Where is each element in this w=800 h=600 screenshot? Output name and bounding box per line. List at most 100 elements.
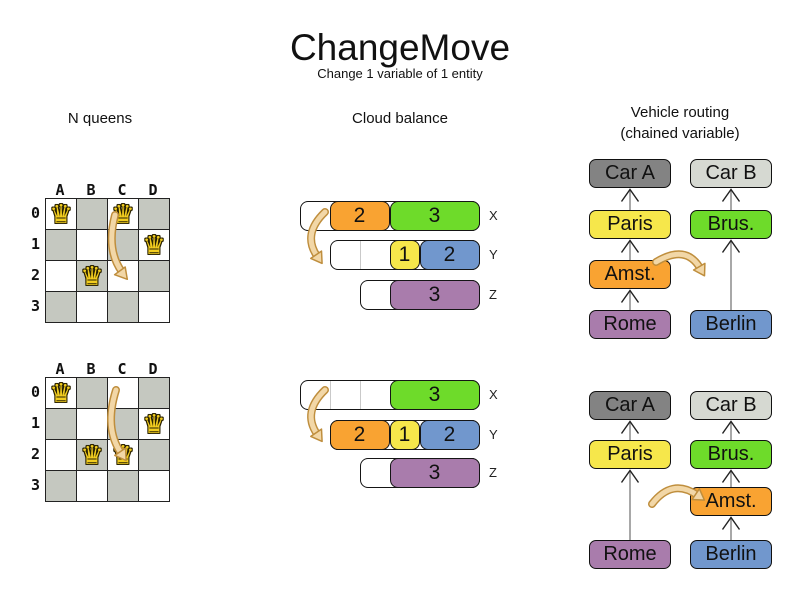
row-label-0: 0 — [30, 383, 40, 401]
cloud-row-label-y: Y — [489, 427, 498, 442]
board-cell-d3 — [138, 291, 170, 323]
block-value: 1 — [398, 242, 411, 266]
queen-icon: ♛ — [142, 409, 166, 439]
board-cell-d2 — [138, 260, 170, 292]
up-chevron-icon — [721, 188, 741, 202]
board-cell-a2 — [45, 439, 77, 471]
unit-divider — [329, 381, 331, 409]
vehicle-node-rome: Rome — [589, 540, 671, 569]
col-label-c: C — [117, 360, 127, 378]
cloud-process-block: 2 — [419, 419, 480, 450]
vehicle-node-rome: Rome — [589, 310, 671, 339]
queen-icon: ♛ — [49, 378, 73, 408]
vehicle-node-paris: Paris — [589, 210, 671, 239]
row-label-1: 1 — [30, 414, 40, 432]
page-title: ChangeMove — [289, 27, 511, 68]
queen-icon: ♛ — [142, 230, 166, 260]
col-label-d: D — [148, 360, 158, 378]
board-cell-a1 — [45, 229, 77, 261]
vehicle-node-brus: Brus. — [690, 210, 772, 239]
nqueens-board-before: ♛ ♛ ♛ ♛ — [45, 198, 170, 323]
board-cell-b3 — [76, 291, 108, 323]
move-arrow-head — [310, 250, 323, 265]
board-cell-b2: ♛ — [76, 439, 108, 471]
board-cell-a3 — [45, 291, 77, 323]
nqueens-header: N queens — [67, 110, 133, 127]
cloud-process-block: 1 — [389, 419, 420, 450]
vehicle-node-car-a: Car A — [589, 391, 671, 420]
board-cell-d2 — [138, 439, 170, 471]
cloud-computer-y-before: 1 2 — [330, 239, 480, 270]
col-label-a: A — [55, 181, 65, 199]
cloud-header: Cloud balance — [352, 110, 448, 127]
page-subtitle: Change 1 variable of 1 entity — [317, 66, 483, 81]
cloud-row-label-z: Z — [489, 287, 497, 302]
cloud-computer-x-after: 3 — [300, 379, 480, 410]
vehicle-node-amst: Amst. — [589, 260, 671, 289]
up-chevron-icon — [721, 469, 741, 483]
cloud-process-block: 3 — [389, 379, 480, 410]
row-label-2: 2 — [30, 266, 40, 284]
vehicle-node-brus: Brus. — [690, 440, 772, 469]
queen-icon: ♛ — [111, 440, 135, 470]
row-label-3: 3 — [30, 297, 40, 315]
board-cell-b1 — [76, 408, 108, 440]
up-chevron-icon — [721, 239, 741, 253]
block-value: 3 — [428, 203, 441, 227]
board-cell-c2: ♛ — [107, 439, 139, 471]
nqueens-board-after: ♛ ♛ ♛ ♛ — [45, 377, 170, 502]
queen-icon: ♛ — [49, 199, 73, 229]
block-value: 3 — [428, 382, 441, 406]
cloud-row-label-x: X — [489, 387, 498, 402]
chain-connectors-before — [620, 188, 741, 310]
cloud-row-label-x: X — [489, 208, 498, 223]
up-chevron-icon — [721, 516, 741, 530]
up-chevron-icon — [620, 420, 640, 434]
up-chevron-icon — [721, 420, 741, 434]
cloud-process-block: 2 — [419, 239, 480, 270]
board-cell-d0 — [138, 377, 170, 409]
board-cell-c1 — [107, 229, 139, 261]
queen-icon: ♛ — [80, 440, 104, 470]
col-label-c: C — [117, 181, 127, 199]
up-chevron-icon — [620, 289, 640, 303]
queen-icon: ♛ — [111, 199, 135, 229]
block-value: 2 — [353, 203, 366, 227]
cloud-computer-z-after: 3 — [360, 457, 480, 488]
cloud-computer-x-before: 2 3 — [300, 200, 480, 231]
board-cell-d1: ♛ — [138, 229, 170, 261]
cloud-process-block: 3 — [389, 279, 480, 310]
board-cell-c3 — [107, 470, 139, 502]
block-value: 2 — [353, 422, 366, 446]
cloud-process-block: 3 — [389, 457, 480, 488]
board-cell-b0 — [76, 377, 108, 409]
board-cell-a2 — [45, 260, 77, 292]
vehicle-node-car-a: Car A — [589, 159, 671, 188]
board-cell-b3 — [76, 470, 108, 502]
board-cell-d0 — [138, 198, 170, 230]
board-cell-b1 — [76, 229, 108, 261]
col-label-b: B — [86, 181, 96, 199]
board-cell-a1 — [45, 408, 77, 440]
cloud-computer-y-after: 2 1 2 — [329, 419, 480, 450]
row-label-3: 3 — [30, 476, 40, 494]
board-cell-a3 — [45, 470, 77, 502]
board-cell-b0 — [76, 198, 108, 230]
board-cell-c3 — [107, 291, 139, 323]
cloud-row-label-z: Z — [489, 465, 497, 480]
unit-divider — [359, 381, 361, 409]
unit-divider — [359, 241, 361, 269]
row-label-0: 0 — [30, 204, 40, 222]
col-label-b: B — [86, 360, 96, 378]
vehicle-header-line2: (chained variable) — [620, 125, 740, 142]
vehicle-node-berlin: Berlin — [690, 540, 772, 569]
cloud-process-block: 2 — [329, 200, 390, 231]
block-value: 1 — [398, 422, 411, 446]
up-chevron-icon — [620, 188, 640, 202]
board-cell-c0: ♛ — [107, 198, 139, 230]
up-chevron-icon — [620, 239, 640, 253]
board-cell-d3 — [138, 470, 170, 502]
board-cell-a0: ♛ — [45, 377, 77, 409]
vehicle-node-car-b: Car B — [690, 159, 772, 188]
